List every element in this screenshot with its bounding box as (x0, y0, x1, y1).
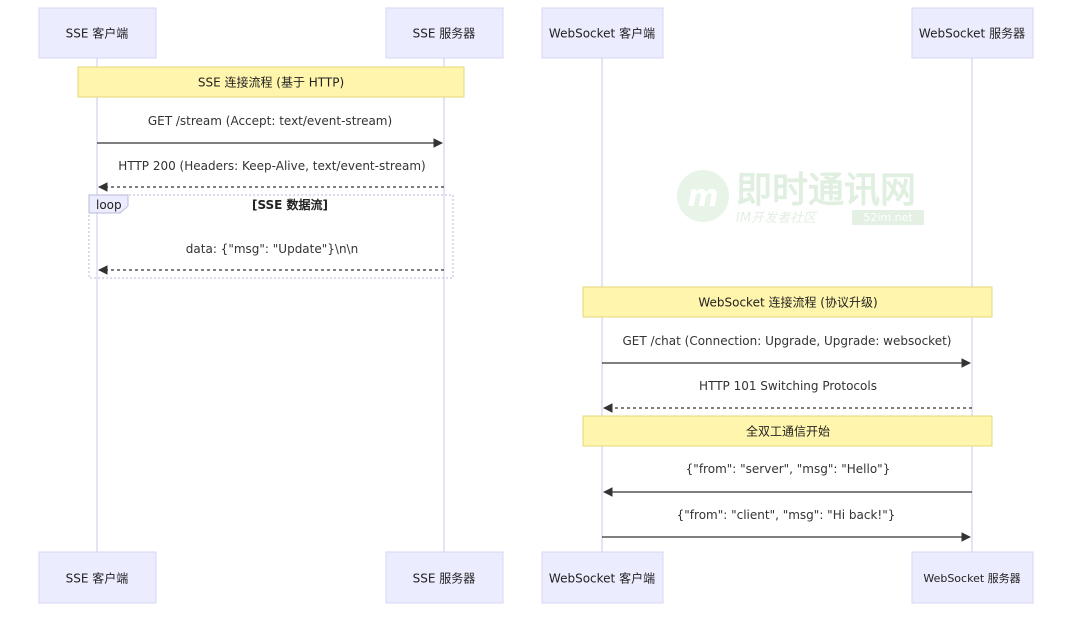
actor-sse-server-top: SSE 服务器 (385, 7, 504, 59)
note-text: 全双工通信开始 (746, 424, 830, 439)
watermark: m 即时通讯网 IM开发者社区 52im.net (677, 170, 924, 226)
watermark-logo-text: m (687, 179, 718, 214)
note-box (77, 66, 465, 98)
loop-tab (88, 194, 129, 214)
actor-box (541, 7, 664, 59)
actor-label: WebSocket 客户端 (549, 571, 655, 586)
message-label: HTTP 200 (Headers: Keep-Alive, text/even… (118, 159, 425, 173)
message-label: {"from": "client", "msg": "Hi back!"} (677, 508, 896, 522)
message-ws-get-chat: GET /chat (Connection: Upgrade, Upgrade:… (602, 334, 971, 368)
actor-box (911, 551, 1034, 604)
actor-sse-client-top: SSE 客户端 (38, 7, 157, 59)
message-sse-http-200: HTTP 200 (Headers: Keep-Alive, text/even… (98, 159, 444, 192)
actor-box (38, 7, 157, 59)
loop-sse-stream: loop [SSE 数据流] data: {"msg": "Update"}\n… (88, 194, 454, 279)
watermark-subtitle: IM开发者社区 (736, 211, 818, 226)
message-label: data: {"msg": "Update"}\n\n (186, 242, 358, 256)
message-label: HTTP 101 Switching Protocols (699, 379, 877, 393)
actor-label: WebSocket 服务器 (923, 572, 1020, 585)
message-ws-client-hi-back: {"from": "client", "msg": "Hi back!"} (602, 508, 971, 542)
note-text: WebSocket 连接流程 (协议升级) (698, 295, 877, 310)
actor-sse-server-bottom: SSE 服务器 (385, 551, 504, 604)
watermark-site-badge (852, 210, 924, 225)
watermark-site: 52im.net (863, 211, 913, 224)
message-label: {"from": "server", "msg": "Hello"} (686, 462, 891, 476)
loop-label: loop (96, 198, 122, 212)
watermark-title: 即时通讯网 (736, 170, 916, 211)
actor-box (385, 551, 504, 604)
watermark-logo-icon (677, 170, 729, 222)
actor-ws-server-bottom: WebSocket 服务器 (911, 551, 1034, 604)
note-ws-duplex: 全双工通信开始 (582, 415, 993, 447)
actor-label: SSE 服务器 (413, 26, 476, 41)
actor-sse-client-bottom: SSE 客户端 (38, 551, 157, 604)
actor-ws-client-bottom: WebSocket 客户端 (541, 551, 664, 604)
actor-label: WebSocket 客户端 (549, 26, 655, 41)
loop-frame (88, 194, 454, 279)
note-ws-connect: WebSocket 连接流程 (协议升级) (582, 286, 993, 318)
note-sse-connect: SSE 连接流程 (基于 HTTP) (77, 66, 465, 98)
note-box (582, 286, 993, 318)
actor-label: SSE 客户端 (66, 26, 129, 41)
actor-ws-server-top: WebSocket 服务器 (911, 7, 1034, 59)
note-text: SSE 连接流程 (基于 HTTP) (198, 75, 344, 90)
actor-box (385, 7, 504, 59)
actor-ws-client-top: WebSocket 客户端 (541, 7, 664, 59)
note-box (582, 415, 993, 447)
message-label: GET /stream (Accept: text/event-stream) (148, 114, 392, 128)
actor-box (541, 551, 664, 604)
message-ws-server-hello: {"from": "server", "msg": "Hello"} (603, 462, 972, 497)
actor-label: SSE 客户端 (66, 571, 129, 586)
actor-box (911, 7, 1034, 59)
message-sse-get-stream: GET /stream (Accept: text/event-stream) (97, 114, 443, 148)
loop-condition: [SSE 数据流] (252, 197, 328, 212)
actor-label: SSE 服务器 (413, 571, 476, 586)
message-ws-http-101: HTTP 101 Switching Protocols (603, 379, 972, 413)
actor-label: WebSocket 服务器 (919, 26, 1025, 41)
actor-box (38, 551, 157, 604)
message-label: GET /chat (Connection: Upgrade, Upgrade:… (623, 334, 952, 348)
